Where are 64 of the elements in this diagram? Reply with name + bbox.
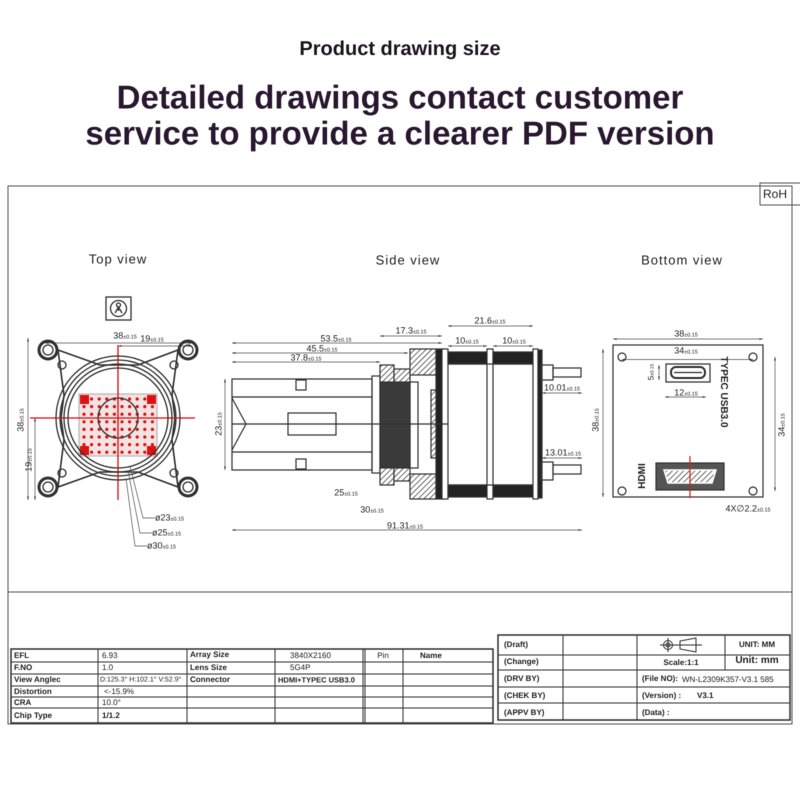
certification-mark-text: RoH [763, 188, 788, 200]
dimension-label: 53.5$_{±0.15}$ [320, 334, 352, 344]
table-text: (Version) : [642, 692, 682, 700]
table-text: 1.0 [102, 664, 114, 672]
diameter-label: ø25$_{±0.15}$ [152, 528, 181, 538]
table-text: 1/1.2 [102, 712, 120, 720]
dimension-label: 38$_{±0.15}$ [113, 331, 137, 341]
dimension-label: 45.5$_{±0.15}$ [306, 344, 338, 354]
table-text: WN-L2309K357-V3.1 585 [682, 676, 774, 684]
dimension-label: 21.6$_{±0.15}$ [474, 316, 506, 326]
dimension-label: 25$_{±0.15}$ [334, 488, 358, 498]
table-text: (Data) : [642, 709, 670, 717]
dimension-label: 37.8$_{±0.15}$ [290, 353, 322, 363]
notice-text: Detailed drawings contact customer service to provide a clearer PDF version [84, 80, 716, 152]
table-text: Pin [377, 652, 389, 660]
view-title: Side view [376, 254, 440, 266]
table-text: 5G4P [290, 664, 310, 672]
table-text: 3840X2160 [290, 652, 331, 660]
table-text: UNIT: MM [739, 641, 775, 649]
table-text: Connector [190, 676, 230, 684]
leader-line [126, 479, 148, 546]
table-text: Lens Size [190, 664, 227, 672]
table-text: V3.1 [697, 692, 714, 700]
dimension-label: 6.93 [102, 652, 118, 660]
dimension-label: 17.3$_{±0.15}$ [396, 326, 426, 336]
dimension-label: 10.01$_{±0.15}$ [544, 383, 580, 393]
ring-outline [55, 355, 181, 481]
dimension-label: 30$_{±0.15}$ [360, 505, 384, 515]
table-text: Chip Type [14, 712, 52, 720]
port-label: TYPEC USB3.0 [718, 356, 728, 428]
dimension-label: 10$_{±0.15}$ [455, 336, 479, 346]
dimension-label: Array Size [190, 651, 230, 659]
diameter-label: ø23$_{±0.15}$ [155, 513, 184, 523]
table-text: 10.0° [102, 699, 121, 707]
diameter-label: ø30$_{±0.15}$ [147, 541, 176, 551]
leader-line [128, 470, 152, 534]
view-title: Bottom view [641, 254, 723, 266]
dimension-label: 38$_{±0.15}$ [674, 329, 698, 339]
table-text: View Anglec [14, 676, 61, 684]
dimension-label: 91.31$_{±0.15}$ [387, 521, 423, 531]
leader-line [130, 466, 156, 518]
dimension-label: 4X∅2.2$_{±0.15}$ [726, 504, 770, 514]
port-label: HDMI [638, 463, 648, 489]
table-text: Distortion [14, 688, 52, 696]
table-text: Scale:1:1 [663, 659, 699, 667]
table-text: (APPV BY) [504, 709, 544, 717]
dimension-label: 10$_{±0.15}$ [502, 336, 526, 346]
table-text: (CHEK BY) [504, 692, 546, 700]
table-text: Unit: mm [735, 656, 779, 666]
dimension-label: 13.01$_{±0.15}$ [545, 448, 581, 458]
table-text: F.NO [14, 664, 32, 672]
view-title: Top view [88, 252, 148, 266]
table-text: Name [420, 652, 442, 660]
heading: Product drawing size [298, 38, 502, 61]
table-text: (Change) [504, 658, 539, 666]
dimension-label: 34$_{±0.15}$ [674, 346, 698, 356]
table-text: CRA [14, 699, 32, 707]
table-text: (DRV BY) [504, 675, 540, 683]
dimension-label: 19$_{±0.15}$ [140, 334, 164, 344]
dimension-label: 12$_{±0.15}$ [674, 388, 698, 398]
table-text: <-15.9% [104, 688, 134, 696]
table-text: (Draft) [504, 641, 528, 649]
table-text: (File NO): [642, 675, 678, 683]
dimension-label: EFL [14, 652, 30, 660]
